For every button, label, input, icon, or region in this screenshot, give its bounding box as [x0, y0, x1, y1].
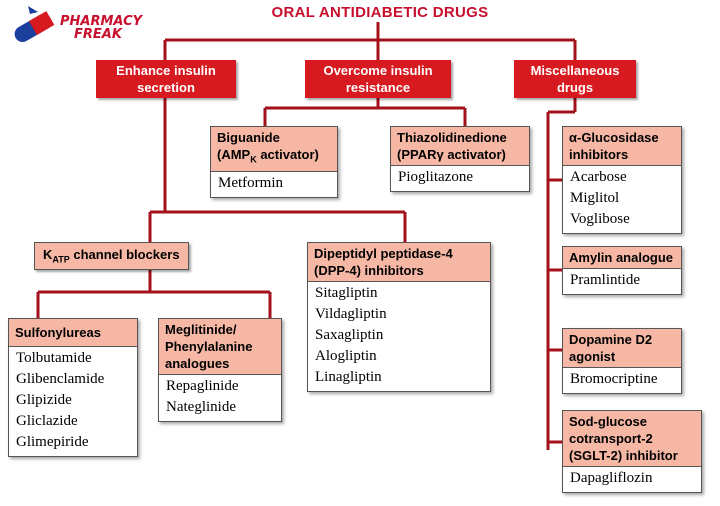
drug-item: Linagliptin: [315, 369, 382, 385]
drug-item: Glimepiride: [16, 434, 89, 450]
category-enhance-insulin-secretion: Enhance insulin secretion: [96, 60, 236, 98]
thiazolidinedione-drug-list: Pioglitazone: [391, 166, 529, 191]
thiazolidinedione-header: Thiazolidinedione (PPARγ activator): [391, 127, 529, 166]
sglt2-drug-list: Dapagliflozin: [563, 467, 701, 492]
amylin-drug-list: Pramlintide: [563, 269, 681, 294]
drug-item: Bromocriptine: [570, 371, 658, 387]
drug-item: Nateglinide: [166, 399, 236, 415]
sglt2-card: Sod-glucose cotransport-2 (SGLT-2) inhib…: [562, 410, 702, 493]
amylin-card: Amylin analogue Pramlintide: [562, 246, 682, 295]
drug-item: Glipizide: [16, 392, 72, 408]
thiazolidinedione-card: Thiazolidinedione (PPARγ activator) Piog…: [390, 126, 530, 192]
meglitinide-card: Meglitinide/ Phenylalanine analogues Rep…: [158, 318, 282, 422]
drug-item: Pioglitazone: [398, 169, 473, 185]
drug-item: Sitagliptin: [315, 285, 378, 301]
katp-channel-blockers-label: KATP channel blockers: [34, 242, 189, 270]
dopamine-drug-list: Bromocriptine: [563, 368, 681, 393]
drug-item: Glibenclamide: [16, 371, 105, 387]
drug-item: Metformin: [218, 174, 283, 191]
amylin-header: Amylin analogue: [563, 247, 681, 269]
chart-title: ORAL ANTIDIABETIC DRUGS: [271, 4, 489, 21]
drug-item: Pramlintide: [570, 272, 640, 288]
sglt2-header: Sod-glucose cotransport-2 (SGLT-2) inhib…: [563, 411, 701, 467]
dopamine-card: Dopamine D2 agonist Bromocriptine: [562, 328, 682, 394]
drug-item: Saxagliptin: [315, 327, 384, 343]
category-overcome-insulin-resistance: Overcome insulin resistance: [305, 60, 451, 98]
dpp4-header: Dipeptidyl peptidase-4 (DPP-4) inhibitor…: [308, 243, 490, 282]
biguanide-header: Biguanide (AMPK activator): [211, 127, 337, 172]
biguanide-card: Biguanide (AMPK activator) Metformin: [210, 126, 338, 198]
drug-item: Repaglinide: [166, 378, 239, 394]
sulfonylureas-header: Sulfonylureas: [9, 319, 137, 347]
capsule-logo-icon: [14, 6, 55, 42]
drug-item: Voglibose: [570, 211, 630, 227]
alpha-glucosidase-header: α-Glucosidase inhibitors: [563, 127, 681, 166]
dpp4-inhibitors-card: Dipeptidyl peptidase-4 (DPP-4) inhibitor…: [307, 242, 491, 392]
logo-text: PHARMACY FREAK: [60, 14, 143, 42]
drug-item: Dapagliflozin: [570, 470, 653, 486]
drug-item: Vildagliptin: [315, 306, 387, 322]
biguanide-drug-list: Metformin: [211, 172, 337, 197]
drug-item: Gliclazide: [16, 413, 78, 429]
drug-item: Acarbose: [570, 169, 627, 185]
category-miscellaneous-drugs: Miscellaneous drugs: [514, 60, 636, 98]
drug-item: Alogliptin: [315, 348, 377, 364]
meglitinide-header: Meglitinide/ Phenylalanine analogues: [159, 319, 281, 375]
dopamine-header: Dopamine D2 agonist: [563, 329, 681, 368]
drug-item: Miglitol: [570, 190, 620, 206]
drug-item: Tolbutamide: [16, 350, 92, 366]
pharmacy-freak-logo: PHARMACY FREAK: [8, 2, 158, 46]
